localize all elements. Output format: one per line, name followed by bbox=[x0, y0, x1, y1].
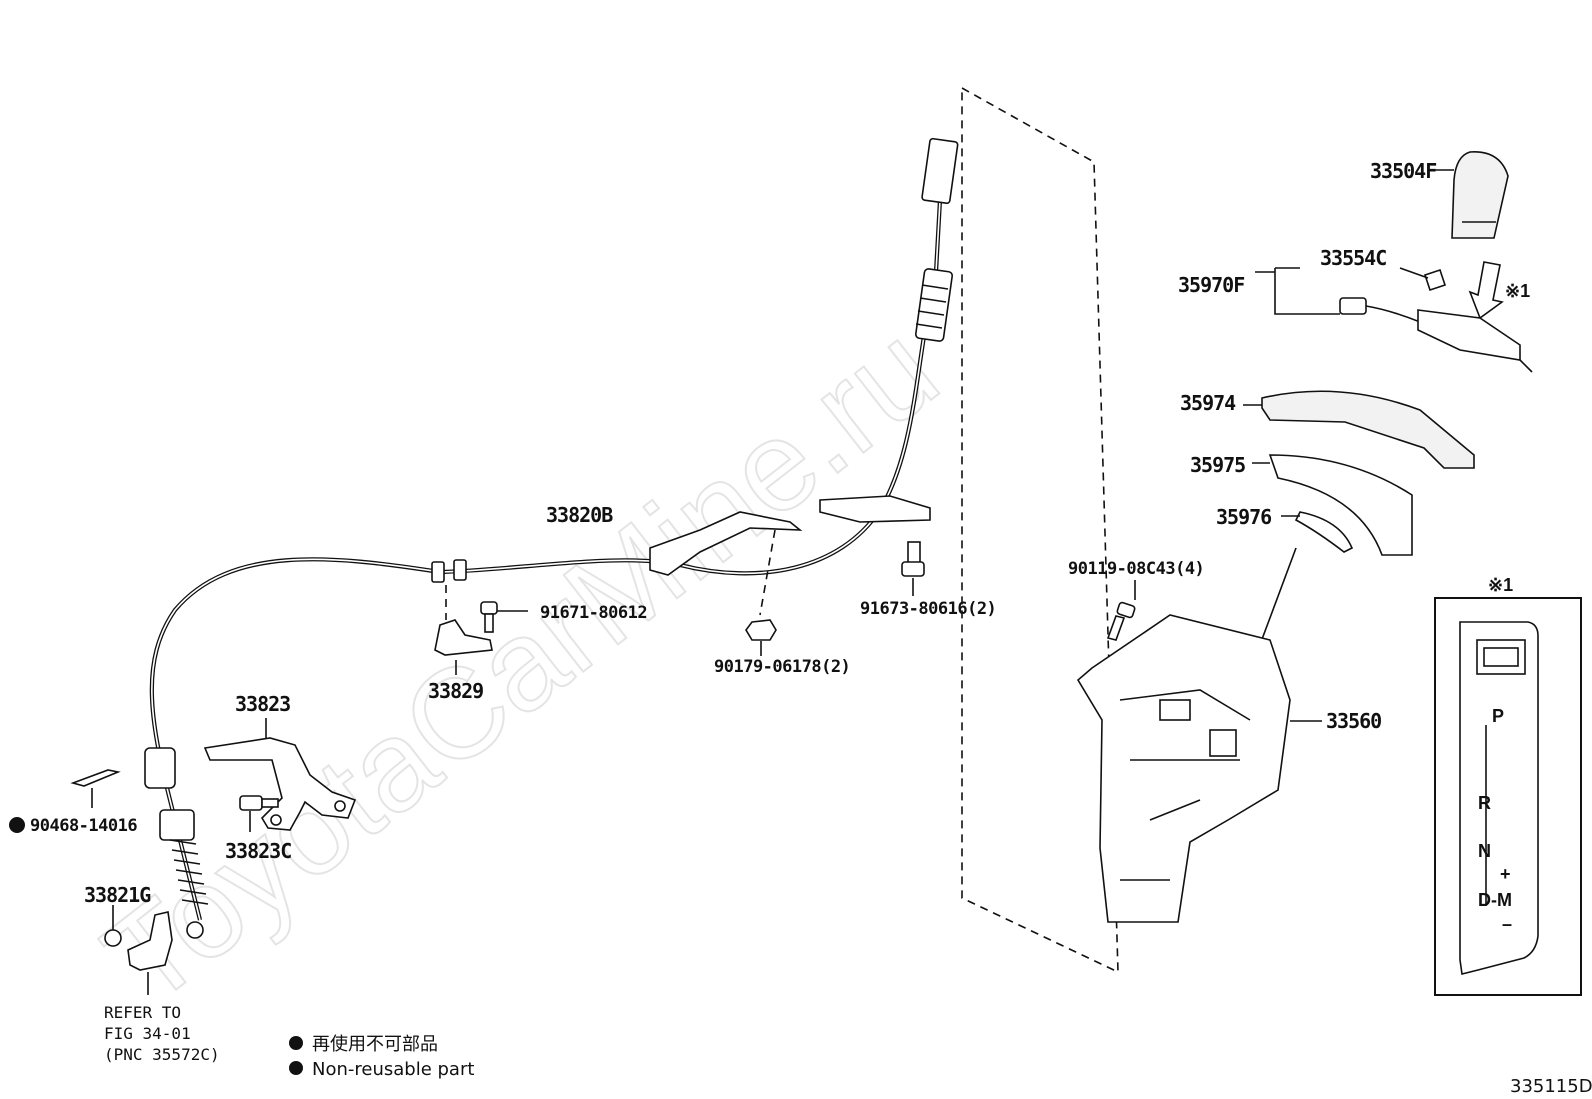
cable-grommet-2 bbox=[453, 559, 467, 581]
indicator-35970F bbox=[1339, 297, 1533, 373]
label-35970F: 35970F bbox=[1178, 273, 1244, 297]
gear-D-M: D-M bbox=[1478, 890, 1512, 910]
label-33820B: 33820B bbox=[546, 503, 613, 527]
legend-dot-2 bbox=[289, 1061, 303, 1075]
bolt-91673-80616 bbox=[901, 541, 925, 596]
gear-N: N bbox=[1478, 841, 1491, 861]
label-90119-08C43: 90119-08C43(4) bbox=[1068, 559, 1204, 579]
cable-upper-boot bbox=[914, 268, 954, 342]
refer-note-line2: FIG 34-01 bbox=[104, 1024, 191, 1043]
label-35975: 35975 bbox=[1190, 453, 1245, 477]
label-33829: 33829 bbox=[428, 679, 483, 703]
view-arrow: ※1 bbox=[1468, 261, 1530, 320]
indicator-plate bbox=[1459, 621, 1539, 975]
label-33823C: 33823C bbox=[225, 839, 291, 863]
bracket-33823 bbox=[203, 718, 357, 831]
indicator-window-inner bbox=[1483, 647, 1519, 667]
label-90179-06178: 90179-06178(2) bbox=[714, 657, 850, 677]
shift-cable bbox=[144, 137, 959, 939]
label-35976: 35976 bbox=[1216, 505, 1271, 529]
legend-japanese: 再使用不可部品 bbox=[312, 1034, 438, 1055]
plate-35975 bbox=[1268, 454, 1413, 556]
lever-assy-boundary bbox=[961, 86, 1119, 974]
shift-knob-33504F bbox=[1432, 151, 1509, 239]
legend-english: Non-reusable part bbox=[312, 1059, 474, 1080]
bolt-90119-08C43 bbox=[1106, 580, 1136, 641]
nut-90179-06178 bbox=[745, 619, 777, 656]
view-mark: ※1 bbox=[1505, 281, 1530, 301]
clip-90468-14016 bbox=[70, 769, 121, 787]
figure-code: 335115D bbox=[1510, 1076, 1592, 1097]
cover-35974 bbox=[1261, 390, 1475, 469]
refer-note-line3: (PNC 35572C) bbox=[104, 1045, 220, 1064]
detail-indicator-panel: ※1 P R N D-M + – bbox=[1434, 575, 1582, 996]
label-33560: 33560 bbox=[1326, 709, 1381, 733]
plate-35976 bbox=[1294, 511, 1354, 553]
legend-dot-1 bbox=[289, 1036, 303, 1050]
clip-33554C bbox=[1423, 268, 1447, 292]
label-33504F: 33504F bbox=[1370, 159, 1436, 183]
non-reusable-dot bbox=[9, 817, 25, 833]
label-91671-80612: 91671-80612 bbox=[540, 603, 647, 623]
refer-note-line1: REFER TO bbox=[104, 1003, 181, 1022]
clip-33829 bbox=[434, 619, 493, 656]
bolt-33823C bbox=[239, 795, 279, 832]
gear-minus: – bbox=[1502, 914, 1512, 934]
label-33821G: 33821G bbox=[84, 883, 151, 907]
cable-mount-plate bbox=[819, 495, 931, 523]
detail-title: ※1 bbox=[1488, 575, 1513, 595]
cable-bracket bbox=[649, 511, 803, 576]
bolt-91671-80612 bbox=[480, 601, 528, 633]
label-35974: 35974 bbox=[1180, 391, 1236, 415]
indicator-window bbox=[1476, 639, 1526, 675]
cable-grommet-1 bbox=[431, 561, 445, 583]
cable-lower-boot bbox=[144, 747, 209, 939]
label-91673-80616: 91673-80616(2) bbox=[860, 599, 996, 619]
gear-plus: + bbox=[1500, 864, 1511, 884]
label-33554C: 33554C bbox=[1320, 246, 1386, 270]
bracket-ref-35572C bbox=[127, 911, 173, 971]
shift-lever-base-33560 bbox=[1076, 547, 1322, 923]
gear-R: R bbox=[1478, 793, 1491, 813]
label-33823: 33823 bbox=[235, 692, 290, 716]
retainer-33821G bbox=[104, 905, 122, 947]
detail-frame bbox=[1434, 597, 1582, 996]
cable-end-fitting bbox=[921, 137, 959, 205]
label-90468-14016: 90468-14016 bbox=[30, 816, 137, 836]
gear-P: P bbox=[1492, 706, 1504, 726]
